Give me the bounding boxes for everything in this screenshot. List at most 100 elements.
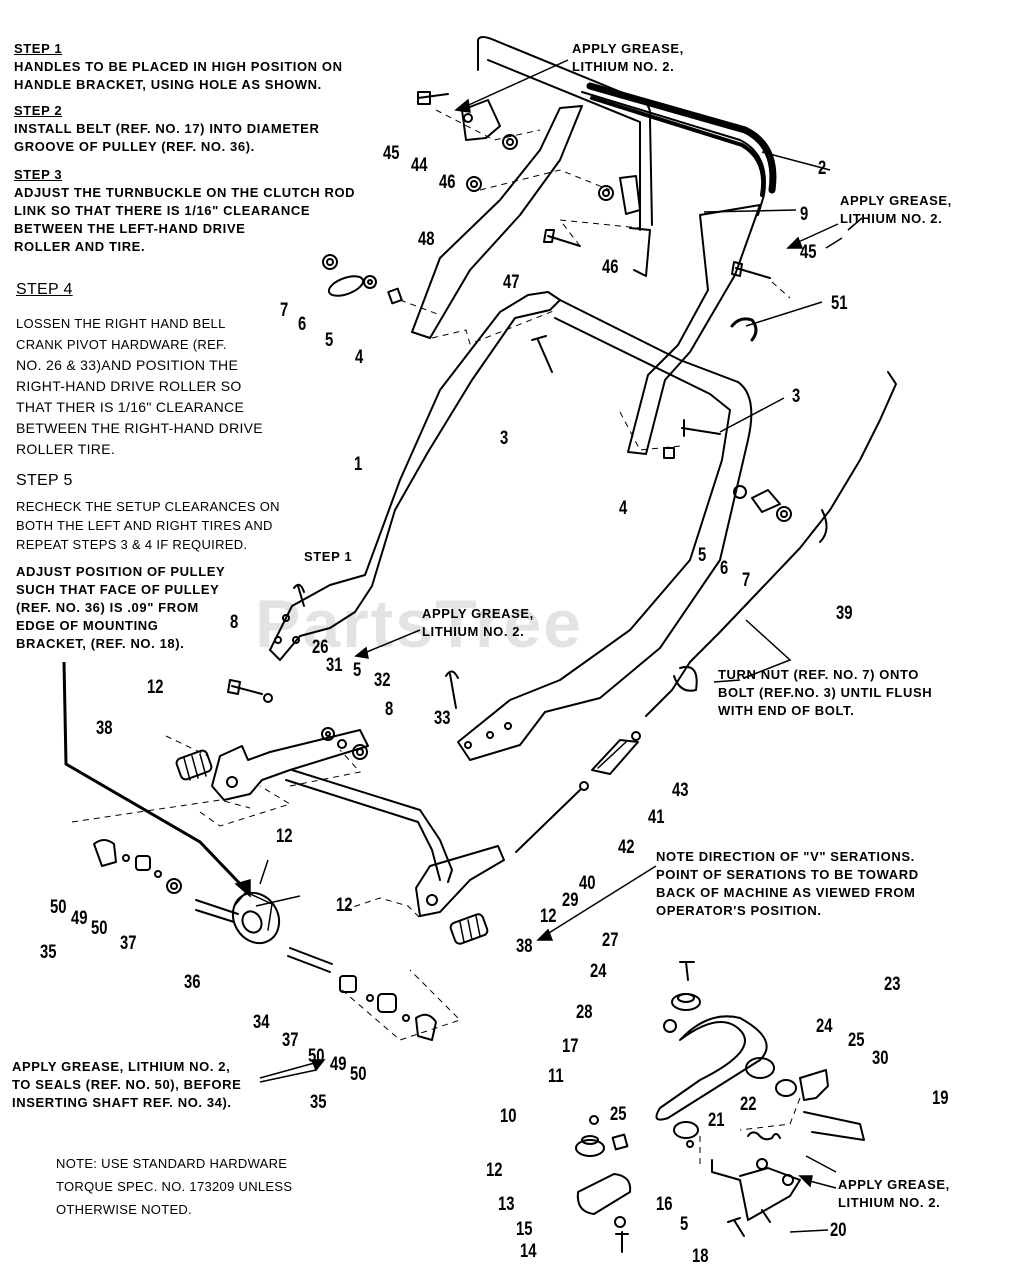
- part-number: 49: [71, 908, 88, 929]
- drive-roller-left: [175, 749, 489, 945]
- part-number: 46: [439, 172, 456, 193]
- part-number: 12: [276, 826, 293, 847]
- part-number: 38: [96, 718, 113, 739]
- part-number: 8: [230, 612, 239, 633]
- part-number: 11: [548, 1066, 564, 1087]
- part-number: 3: [500, 428, 509, 449]
- torque-text: TORQUE SPEC. NO. 173209 UNLESS: [56, 1179, 293, 1194]
- part-number: 37: [120, 933, 137, 954]
- grease-text: LITHIUM NO. 2.: [422, 624, 525, 639]
- part-number: 6: [298, 314, 307, 335]
- turn-nut-text: WITH END OF BOLT.: [718, 703, 855, 718]
- step4-line: ROLLER TIRE.: [16, 441, 116, 457]
- pulley-note: ADJUST POSITION OF PULLEY SUCH THAT FACE…: [16, 563, 225, 653]
- part-number: 4: [355, 347, 364, 368]
- step4-title-block: STEP 4: [16, 281, 73, 299]
- step3-line: ROLLER AND TIRE.: [14, 239, 146, 254]
- step5-line: BOTH THE LEFT AND RIGHT TIRES AND: [16, 518, 273, 533]
- seals-callout: APPLY GREASE, LITHIUM NO. 2, TO SEALS (R…: [12, 1058, 241, 1112]
- part-number: 38: [516, 936, 533, 957]
- step5-line: RECHECK THE SETUP CLEARANCES ON: [16, 499, 280, 514]
- step1-title: STEP 1: [14, 41, 63, 56]
- grease-text: APPLY GREASE,: [840, 193, 952, 208]
- step4-line: LOSSEN THE RIGHT HAND BELL: [16, 316, 226, 331]
- part-number: 50: [308, 1046, 325, 1067]
- step3-title: STEP 3: [14, 167, 63, 182]
- part-number: 4: [619, 498, 628, 519]
- step4-line: THAT THER IS 1/16" CLEARANCE: [16, 399, 245, 415]
- clutch-rod: [515, 731, 641, 853]
- pulley-note-line: (REF. NO. 36) IS .09" FROM: [16, 600, 199, 615]
- part-number: 24: [816, 1016, 833, 1037]
- torque-text: OTHERWISE NOTED.: [56, 1202, 193, 1217]
- step4-line: RIGHT-HAND DRIVE ROLLER SO: [16, 378, 242, 394]
- step3-line: LINK SO THAT THERE IS 1/16" CLEARANCE: [14, 203, 311, 218]
- step2-title: STEP 2: [14, 103, 63, 118]
- grease-text: APPLY GREASE,: [838, 1177, 950, 1192]
- step5-title: STEP 5: [16, 472, 73, 489]
- grease-callout-top: APPLY GREASE, LITHIUM NO. 2.: [572, 40, 684, 76]
- part-number: 7: [280, 300, 289, 321]
- part-number: 46: [602, 257, 619, 278]
- part-number: 50: [50, 897, 67, 918]
- part-number: 20: [830, 1220, 847, 1241]
- part-number: 22: [740, 1094, 757, 1115]
- pulley-note-line: BRACKET, (REF. NO. 18).: [16, 636, 185, 651]
- part-number: 15: [516, 1219, 533, 1240]
- part-number: 18: [692, 1246, 709, 1267]
- part-number: 31: [326, 655, 343, 676]
- part-number: 26: [312, 637, 329, 658]
- part-number: 44: [411, 155, 428, 176]
- step2-line: INSTALL BELT (REF. NO. 17) INTO DIAMETER: [14, 121, 320, 136]
- handle-grip: [581, 82, 777, 216]
- pulley-note-line: ADJUST POSITION OF PULLEY: [16, 564, 226, 579]
- step4-line: CRANK PIVOT HARDWARE (REF.: [16, 337, 227, 352]
- part-number: 35: [310, 1092, 327, 1113]
- part-number: 9: [800, 204, 809, 225]
- part-number: 42: [618, 837, 635, 858]
- grease-text: LITHIUM NO. 2.: [840, 211, 943, 226]
- step1-diagram-label: STEP 1: [304, 549, 353, 564]
- turn-nut-text: TURN NUT (REF. NO. 7) ONTO: [718, 667, 919, 682]
- part-number: 1: [354, 454, 363, 475]
- grease-callout-bottom: APPLY GREASE, LITHIUM NO. 2.: [838, 1176, 950, 1212]
- torque-text: NOTE: USE STANDARD HARDWARE: [56, 1156, 288, 1171]
- step5-title-block: STEP 5: [16, 472, 73, 490]
- step4-line: NO. 26 & 33)AND POSITION THE: [16, 357, 239, 373]
- part-number: 36: [184, 972, 201, 993]
- turn-nut-text: BOLT (REF.NO. 3) UNTIL FLUSH: [718, 685, 933, 700]
- part-number: 7: [742, 570, 751, 591]
- part-number: 19: [932, 1088, 949, 1109]
- part-number: 34: [253, 1012, 270, 1033]
- part-number: 43: [672, 780, 689, 801]
- part-number: 12: [147, 677, 164, 698]
- step1-line: HANDLES TO BE PLACED IN HIGH POSITION ON: [14, 59, 343, 74]
- step3-block: STEP 3 ADJUST THE TURNBUCKLE ON THE CLUT…: [14, 166, 355, 256]
- left-axle: [93, 839, 437, 1041]
- part-number: 17: [562, 1036, 579, 1057]
- part-number: 48: [418, 229, 435, 250]
- clutch-cable: [645, 371, 897, 717]
- part-number: 24: [590, 961, 607, 982]
- step3-line: ADJUST THE TURNBUCKLE ON THE CLUTCH ROD: [14, 185, 356, 200]
- step4-block: LOSSEN THE RIGHT HAND BELL CRANK PIVOT H…: [16, 313, 263, 460]
- part-number: 49: [330, 1054, 347, 1075]
- part-number: 5: [353, 660, 362, 681]
- part-number: 39: [836, 603, 853, 624]
- upper-hardware: [322, 91, 792, 522]
- part-number: 21: [708, 1110, 725, 1131]
- belt-idler-assembly: [575, 961, 865, 1253]
- part-number: 8: [385, 699, 394, 720]
- upper-handle: [411, 36, 761, 455]
- part-number: 32: [374, 670, 391, 691]
- part-number: 5: [325, 330, 334, 351]
- part-number: 13: [498, 1194, 515, 1215]
- part-number: 3: [792, 386, 801, 407]
- step3-line: BETWEEN THE LEFT-HAND DRIVE: [14, 221, 246, 236]
- seals-text: APPLY GREASE, LITHIUM NO. 2,: [12, 1059, 231, 1074]
- part-number: 35: [40, 942, 57, 963]
- part-number: 47: [503, 272, 520, 293]
- pulley-note-line: EDGE OF MOUNTING: [16, 618, 159, 633]
- serations-text: OPERATOR'S POSITION.: [656, 903, 822, 918]
- part-number: 12: [486, 1160, 503, 1181]
